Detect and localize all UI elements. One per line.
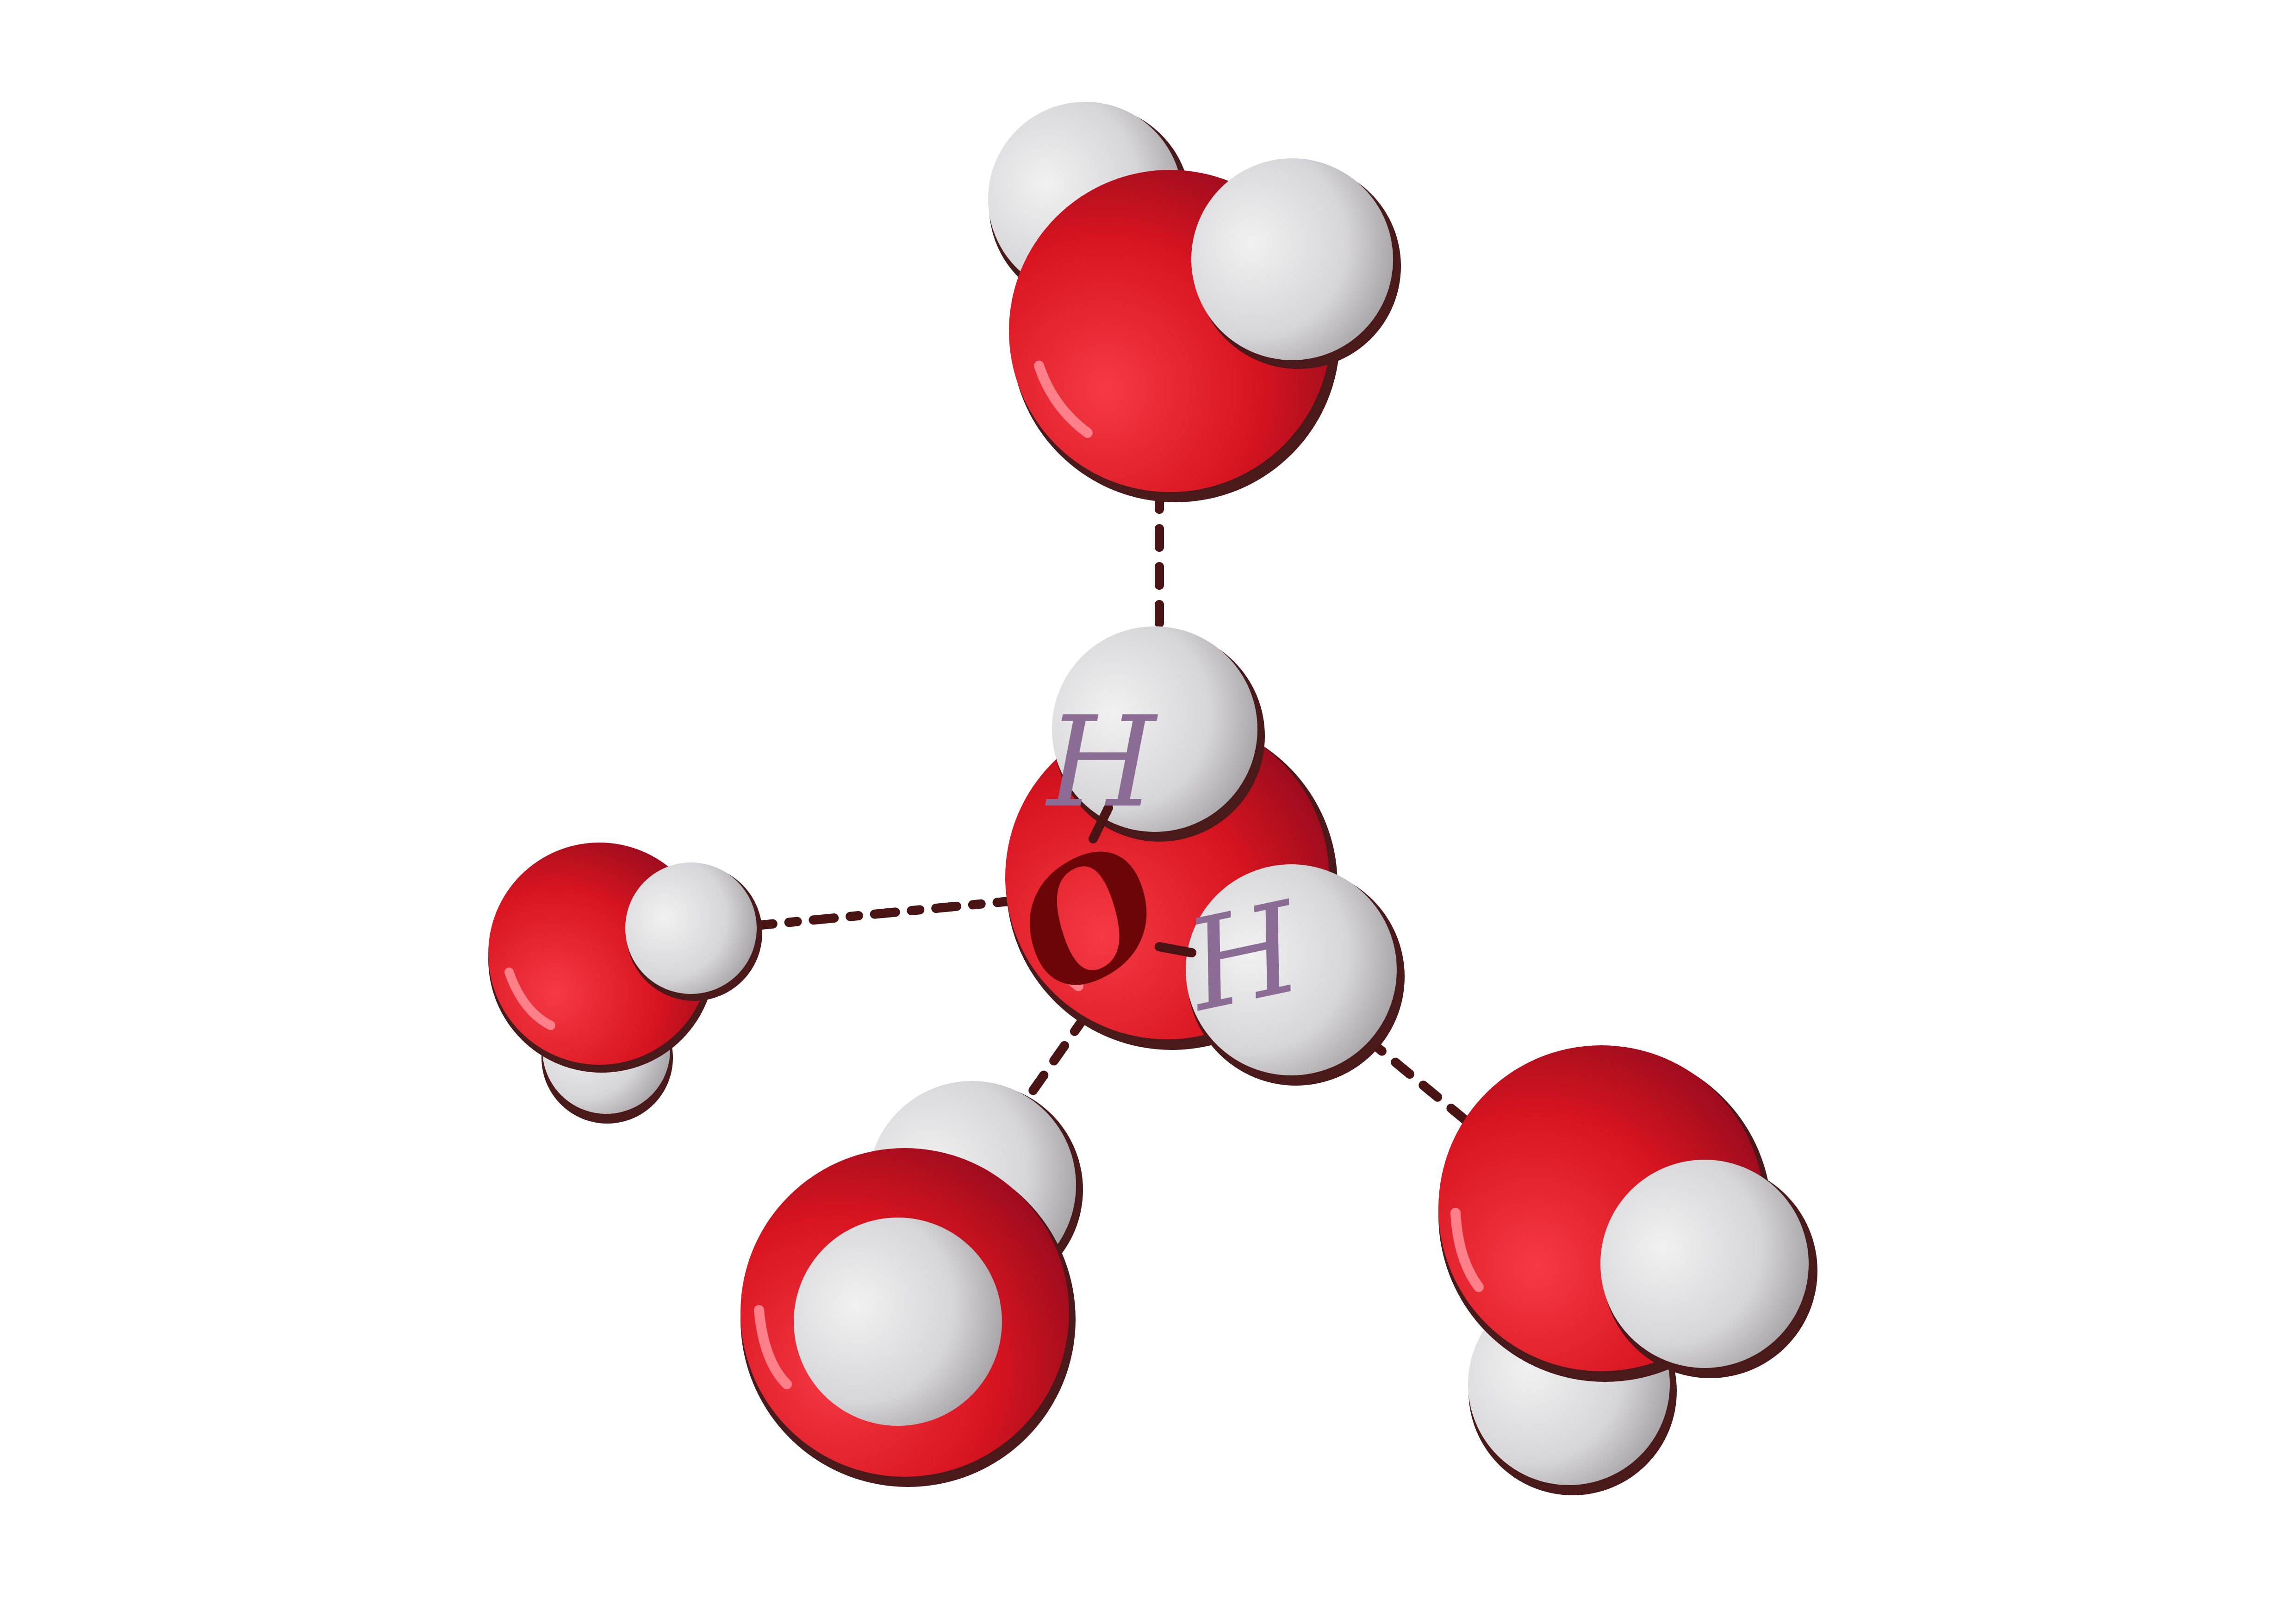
hydrogen-atom-right-front (1600, 1160, 1809, 1368)
hydrogen-atom-left-front (625, 862, 757, 994)
highlight (1034, 916, 1083, 991)
covalent-bond-top (1089, 803, 1113, 843)
water-molecule-bottom-left (740, 1081, 1083, 1487)
covalent-bond-right (1155, 942, 1196, 957)
hydrogen-bond-right (1363, 1035, 1479, 1132)
hydrogen-atom-central-right (1186, 864, 1397, 1075)
hydrogen-atom-bottom-left-front (794, 1218, 1002, 1426)
highlight (1034, 361, 1093, 438)
hydrogen-bonds (747, 486, 1479, 1132)
hydrogen-bond-bottom-left (1020, 1012, 1090, 1106)
highlight (1450, 1208, 1484, 1292)
hydrogen-atom-top-front (1191, 158, 1393, 360)
water-molecule-right (1438, 1045, 1817, 1495)
hydrogen-bond-left (747, 896, 1023, 931)
water-molecule-central: O H H (985, 626, 1405, 1086)
highlight (754, 1305, 792, 1389)
hydrogen-label-top: H (1045, 689, 1158, 835)
highlight (504, 968, 555, 1030)
hydrogen-atom-central-top (1052, 626, 1257, 832)
water-molecule-top (988, 102, 1401, 502)
water-molecule-left (488, 843, 762, 1124)
